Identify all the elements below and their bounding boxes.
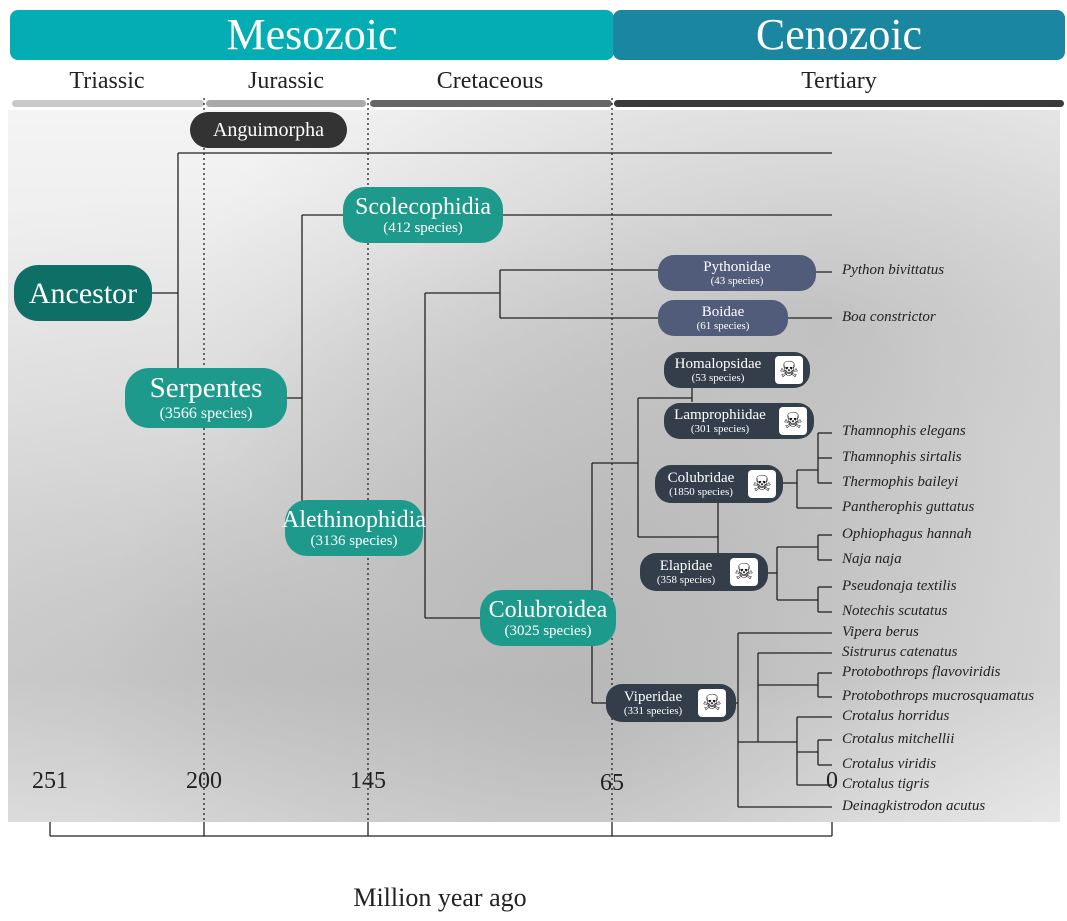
skull-crossbones-icon: ☠ xyxy=(698,689,726,717)
era-mesozoic: Mesozoic xyxy=(10,10,614,60)
species-label: Sistrurus catenatus xyxy=(842,644,958,660)
skull-crossbones-icon: ☠ xyxy=(748,470,776,498)
node-lamprophiidae-count: (301 species) xyxy=(690,423,750,436)
node-ancestor-label: Ancestor xyxy=(28,276,138,310)
axis-title: Million year ago xyxy=(353,883,527,912)
background-landscape xyxy=(8,110,1060,822)
node-scolecophidia: Scolecophidia (412 species) xyxy=(343,187,503,243)
node-boidae-label: Boidae xyxy=(701,303,745,320)
node-elapidae-label: Elapidae xyxy=(659,557,713,574)
node-colubroidea-count: (3025 species) xyxy=(504,622,592,639)
node-viperidae-label: Viperidae xyxy=(623,688,683,705)
species-label: Protobothrops flavoviridis xyxy=(842,664,1001,680)
node-scolecophidia-count: (412 species) xyxy=(383,219,463,236)
node-ancestor: Ancestor xyxy=(14,265,152,321)
node-anguimorpha: Anguimorpha xyxy=(190,112,347,148)
species-label: Pseudonaja textilis xyxy=(842,578,957,594)
node-pythonidae-label: Pythonidae xyxy=(703,258,771,275)
species-label: Protobothrops mucrosquamatus xyxy=(842,688,1035,704)
axis-tick-label: 145 xyxy=(350,768,386,794)
axis-tick-label: 65 xyxy=(600,770,624,796)
species-label: Crotalus horridus xyxy=(842,708,950,724)
node-alethinophidia: Alethinophidia (3136 species) xyxy=(282,500,426,556)
node-lamprophiidae-label: Lamprophiidae xyxy=(674,406,766,423)
era-cenozoic: Cenozoic xyxy=(613,10,1065,60)
node-pythonidae: Pythonidae (43 species) xyxy=(658,255,816,291)
species-label: Vipera berus xyxy=(842,624,919,640)
node-elapidae-count: (358 species) xyxy=(656,574,716,587)
species-label: Ophiophagus hannah xyxy=(842,526,972,542)
species-label: Boa constrictor xyxy=(842,309,936,325)
species-label: Deinagkistrodon acutus xyxy=(842,798,986,814)
skull-crossbones-icon: ☠ xyxy=(730,558,758,586)
species-label: Pantherophis guttatus xyxy=(842,499,975,515)
node-colubroidea-label: Colubroidea xyxy=(488,596,608,623)
node-scolecophidia-label: Scolecophidia xyxy=(355,193,491,220)
skull-crossbones-icon: ☠ xyxy=(779,407,807,435)
node-homalopsidae-label: Homalopsidae xyxy=(674,355,762,372)
node-serpentes-count: (3566 species) xyxy=(159,405,253,423)
node-serpentes-label: Serpentes xyxy=(149,372,263,405)
period-bar-jurassic xyxy=(206,100,366,107)
species-label: Notechis scutatus xyxy=(842,603,948,619)
species-label: Python bivittatus xyxy=(842,262,945,278)
axis-tick-label: 251 xyxy=(32,768,68,794)
species-label: Thamnophis elegans xyxy=(842,423,966,439)
species-label: Thamnophis sirtalis xyxy=(842,449,962,465)
period-jurassic: Jurassic xyxy=(248,68,324,94)
period-bar-cretaceous xyxy=(370,100,612,107)
node-colubridae-count: (1850 species) xyxy=(669,486,733,499)
species-label: Thermophis baileyi xyxy=(842,474,959,490)
node-boidae: Boidae (61 species) xyxy=(658,300,788,336)
axis-tick-label: 0 xyxy=(826,768,838,794)
node-serpentes: Serpentes (3566 species) xyxy=(125,368,287,428)
node-alethinophidia-label: Alethinophidia xyxy=(282,506,426,533)
axis-tick-label: 200 xyxy=(186,768,222,794)
node-viperidae-count: (331 species) xyxy=(623,705,683,718)
species-label: Crotalus mitchellii xyxy=(842,731,955,747)
period-bar-tertiary xyxy=(614,100,1064,107)
node-anguimorpha-label: Anguimorpha xyxy=(212,119,325,141)
node-colubroidea: Colubroidea (3025 species) xyxy=(480,590,616,646)
species-label: Naja naja xyxy=(842,551,902,567)
period-tertiary: Tertiary xyxy=(801,68,877,94)
node-pythonidae-count: (43 species) xyxy=(710,275,764,288)
node-colubridae-label: Colubridae xyxy=(667,469,735,486)
species-label: Crotalus tigris xyxy=(842,776,930,792)
node-homalopsidae-count: (53 species) xyxy=(691,372,745,385)
period-cretaceous: Cretaceous xyxy=(436,68,544,94)
species-label: Crotalus viridis xyxy=(842,756,937,772)
skull-crossbones-icon: ☠ xyxy=(775,356,803,384)
period-bar-triassic xyxy=(12,100,204,107)
node-alethinophidia-count: (3136 species) xyxy=(310,532,398,549)
node-boidae-count: (61 species) xyxy=(696,320,750,333)
period-triassic: Triassic xyxy=(69,68,145,94)
